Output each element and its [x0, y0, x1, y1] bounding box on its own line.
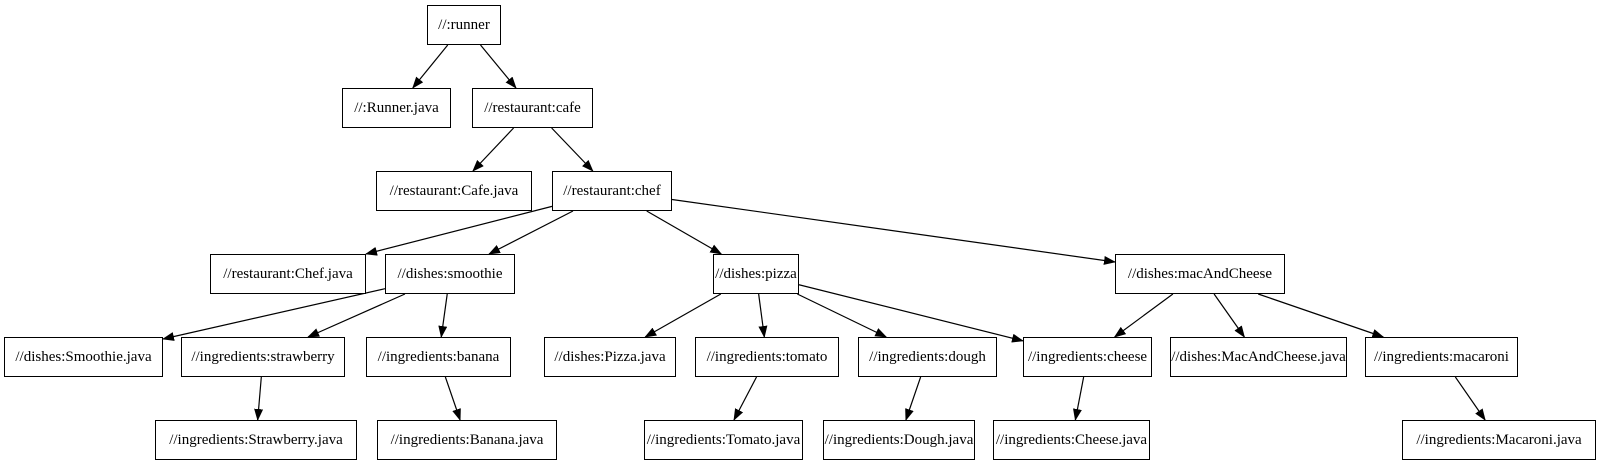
edge-chef-to-smoothie: [488, 210, 574, 255]
edge-pizza-to-pizza-java: [644, 293, 722, 338]
graph-node-runner: //:runner: [427, 5, 501, 45]
edge-mac-and-cheese-to-macaroni: [1257, 293, 1385, 338]
edge-mac-and-cheese-to-mac-java: [1213, 293, 1245, 338]
edge-pizza-to-dough: [797, 293, 888, 338]
edge-chef-to-chef-java: [365, 205, 553, 256]
edge-runner-to-runner-java: [412, 44, 449, 89]
graph-node-banana: //ingredients:banana: [366, 337, 511, 377]
graph-node-mac-java: //dishes:MacAndCheese.java: [1170, 337, 1347, 377]
graph-node-pizza-java: //dishes:Pizza.java: [544, 337, 676, 377]
graph-node-dough-java: //ingredients:Dough.java: [823, 420, 975, 460]
graph-node-chef: //restaurant:chef: [552, 171, 672, 211]
graph-node-smoothie-java: //dishes:Smoothie.java: [4, 337, 163, 377]
graph-node-smoothie: //dishes:smoothie: [385, 254, 515, 294]
graph-node-strawberry-java: //ingredients:Strawberry.java: [155, 420, 357, 460]
graph-node-cheese: //ingredients:cheese: [1023, 337, 1152, 377]
edge-strawberry-to-strawberry-java: [254, 376, 264, 421]
graph-node-cheese-java: //ingredients:Cheese.java: [993, 420, 1150, 460]
edge-macaroni-to-macaroni-java: [1454, 376, 1486, 421]
edge-tomato-to-tomato-java: [733, 376, 758, 421]
edge-runner-to-cafe: [480, 44, 517, 89]
graph-node-macaroni: //ingredients:macaroni: [1365, 337, 1518, 377]
edge-cafe-to-chef: [551, 127, 594, 172]
edge-dough-to-dough-java: [905, 376, 922, 421]
edge-banana-to-banana-java: [444, 376, 461, 421]
graph-node-pizza: //dishes:pizza: [713, 254, 799, 294]
graph-node-runner-java: //:Runner.java: [342, 88, 451, 128]
graph-node-mac-and-cheese: //dishes:macAndCheese: [1115, 254, 1285, 294]
graph-node-cafe: //restaurant:cafe: [472, 88, 593, 128]
graph-node-dough: //ingredients:dough: [858, 337, 997, 377]
edge-pizza-to-tomato: [758, 293, 768, 338]
edge-smoothie-to-smoothie-java: [162, 288, 386, 341]
graph-node-macaroni-java: //ingredients:Macaroni.java: [1402, 420, 1596, 460]
graph-node-tomato: //ingredients:tomato: [695, 337, 839, 377]
graph-node-strawberry: //ingredients:strawberry: [181, 337, 345, 377]
edge-cheese-to-cheese-java: [1073, 376, 1085, 421]
edge-cafe-to-cafe-java: [472, 127, 515, 172]
graph-node-tomato-java: //ingredients:Tomato.java: [644, 420, 803, 460]
graph-node-cafe-java: //restaurant:Cafe.java: [376, 171, 532, 211]
graph-node-chef-java: //restaurant:Chef.java: [210, 254, 366, 294]
graph-node-banana-java: //ingredients:Banana.java: [377, 420, 557, 460]
edge-smoothie-to-banana: [438, 293, 448, 338]
edge-pizza-to-cheese: [798, 284, 1024, 343]
edge-chef-to-mac-and-cheese: [671, 198, 1116, 265]
edge-chef-to-pizza: [646, 210, 723, 255]
edge-smoothie-to-strawberry: [307, 293, 406, 338]
edge-mac-and-cheese-to-cheese: [1113, 293, 1174, 338]
